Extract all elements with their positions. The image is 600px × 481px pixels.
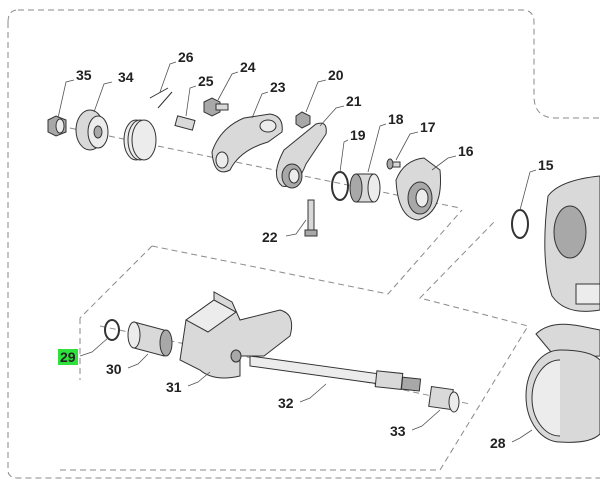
- part-20-nut: [295, 111, 311, 129]
- callout-30[interactable]: 30: [106, 361, 122, 377]
- callout-23[interactable]: 23: [270, 79, 286, 95]
- callout-35[interactable]: 35: [76, 67, 92, 83]
- lower-group-box: [60, 221, 529, 471]
- callout-29-highlight: [58, 349, 78, 365]
- part-26-spring: [123, 87, 173, 161]
- part-25-pin: [174, 115, 196, 131]
- part-24-bolt: [203, 97, 229, 117]
- part-16-bracket: [395, 157, 442, 221]
- part-33-bushing: [428, 386, 460, 413]
- housing: [535, 175, 600, 359]
- part-28-sleeve: [525, 349, 600, 443]
- callout-15[interactable]: 15: [538, 157, 554, 173]
- axis-line-upper: [59, 125, 461, 209]
- part-22-bolt: [304, 199, 318, 237]
- callout-16[interactable]: 16: [458, 143, 474, 159]
- part-34-pulley: [75, 109, 109, 151]
- callout-31[interactable]: 31: [166, 379, 182, 395]
- callout-17[interactable]: 17: [420, 119, 436, 135]
- part-30-sleeve: [127, 321, 173, 357]
- part-35-nut: [47, 115, 67, 137]
- callout-34[interactable]: 34: [118, 69, 134, 85]
- part-15-ring: [511, 209, 529, 239]
- callout-25[interactable]: 25: [198, 73, 214, 89]
- callout-28[interactable]: 28: [490, 435, 506, 451]
- callout-18[interactable]: 18: [388, 111, 404, 127]
- callout-20[interactable]: 20: [328, 67, 344, 83]
- callout-29[interactable]: 29: [60, 349, 76, 365]
- part-32-shaft: [249, 355, 422, 392]
- part-29-ring: [104, 319, 120, 341]
- part-21-arm: [276, 122, 327, 189]
- callout-32[interactable]: 32: [278, 395, 294, 411]
- part-18-bushing: [349, 173, 381, 203]
- part-31-fork: [179, 291, 293, 379]
- part-19-ring: [331, 171, 349, 201]
- frame-outline: [7, 9, 600, 479]
- leader-lines: [57, 61, 537, 443]
- callout-21[interactable]: 21: [346, 93, 362, 109]
- callout-24[interactable]: 24: [240, 59, 256, 75]
- part-17-screw: [386, 158, 401, 170]
- upper-group-box: [151, 209, 463, 295]
- callout-22[interactable]: 22: [262, 229, 278, 245]
- callout-labels: 35 34 26 25 24 23 20 21 19 18 17 16 22 1…: [58, 49, 554, 451]
- callout-33[interactable]: 33: [390, 423, 406, 439]
- callout-19[interactable]: 19: [350, 127, 366, 143]
- callout-26[interactable]: 26: [178, 49, 194, 65]
- part-23-lever: [211, 113, 283, 173]
